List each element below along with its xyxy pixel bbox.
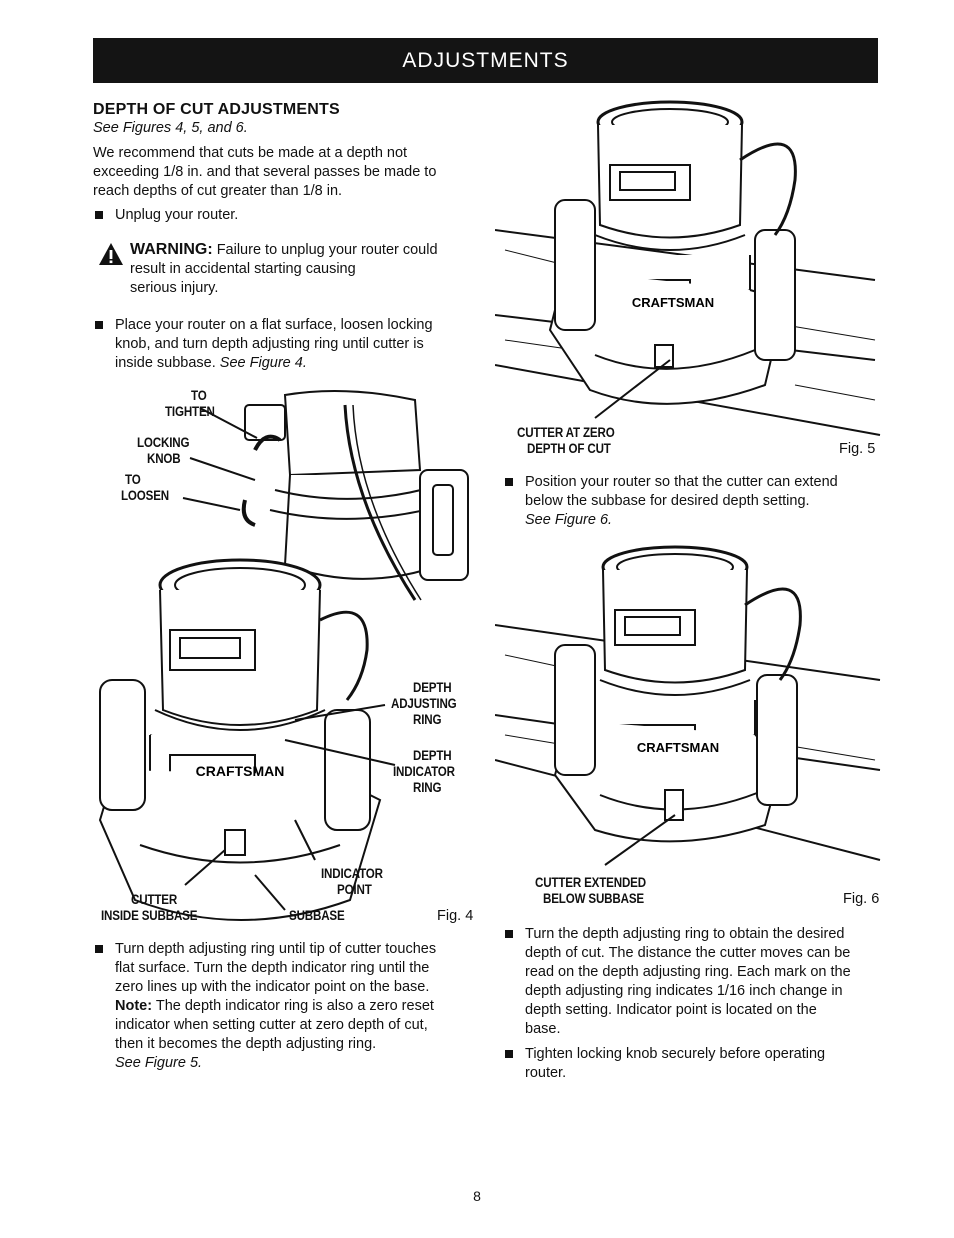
bullet-line: depth of cut. The distance the cutter mo… [525,945,851,961]
warning-block: WARNING: Failure to unplug your router c… [130,240,480,298]
brand-logo: CRAFTSMAN [632,295,714,310]
label-depth: DEPTH [413,748,452,763]
label-point: POINT [337,882,372,897]
label-locking: LOCKING [137,435,190,450]
figure-5: CRAFTSMAN CUTTER AT ZERO DEPTH OF CUT Fi… [494,100,885,465]
label-depth-of-cut: DEPTH OF CUT [527,441,611,456]
label-adjusting: ADJUSTING [391,696,457,711]
bullet-line: base. [525,1021,561,1037]
label-loosen: LOOSEN [121,488,169,503]
warning-line: serious injury. [130,280,219,296]
page-number: 8 [473,1188,481,1204]
figure-number: Fig. 4 [437,908,474,924]
figure-number: Fig. 6 [843,891,880,907]
figure-ref: See Figure 5. [115,1055,203,1071]
label-below-subbase: BELOW SUBBASE [543,891,644,906]
bullet-line: flat surface. Turn the depth indicator r… [115,960,430,976]
see-figures-ref: See Figures 4, 5, and 6. [93,120,248,136]
label-to: TO [191,388,207,403]
label-inside-subbase: INSIDE SUBBASE [101,908,198,923]
warning-title: WARNING: [130,241,213,258]
bullet-line: Turn depth adjusting ring until tip of c… [115,941,437,957]
banner-title: ADJUSTMENTS [402,48,569,72]
label-ring: RING [413,712,442,727]
figure-number: Fig. 5 [839,441,876,457]
label-knob: KNOB [147,451,181,466]
label-tighten: TIGHTEN [165,404,215,419]
bullet-turn: Turn depth adjusting ring until tip of c… [93,940,483,1073]
label-indicator: INDICATOR [393,764,455,779]
intro-line: We recommend that cuts be made at a dept… [93,145,408,161]
warning-line: Failure to unplug your router could [216,242,438,258]
brand-logo: CRAFTSMAN [196,763,285,779]
bullet-line: The depth indicator ring is also a zero … [155,998,434,1014]
bullet-line: below the subbase for desired depth sett… [525,493,810,509]
label-cutter-extended: CUTTER EXTENDED [535,875,646,890]
bullet-line: depth setting. Indicator point is locate… [525,1002,817,1018]
figure-4: CRAFTSMAN TO TIGHTEN LOCKING KNOB TO LOO… [95,380,485,930]
intro-line: reach depths of cut greater than 1/8 in. [93,183,343,199]
label-ring: RING [413,780,442,795]
note-label: Note: [115,998,153,1014]
bullet-line: zero lines up with the indicator point o… [115,979,430,995]
figure-4-illustration: CRAFTSMAN [98,390,469,921]
figure-ref: See Figure 6. [525,512,613,528]
figure-5-illustration: CRAFTSMAN [494,100,881,436]
bullet-line: knob, and turn depth adjusting ring unti… [115,336,424,352]
bullet-line: Place your router on a flat surface, loo… [115,317,433,333]
section-heading: DEPTH OF CUT ADJUSTMENTS [93,101,340,118]
bullet-line: Turn the depth adjusting ring to obtain … [525,926,845,942]
left-column-top: DEPTH OF CUT ADJUSTMENTS See Figures 4, … [93,100,483,225]
bullet-line: Position your router so that the cutter … [525,474,838,490]
bullet-line: router. [525,1065,567,1081]
intro-line: exceeding 1/8 in. and that several passe… [93,164,437,180]
bullet-line: then it becomes the depth adjusting ring… [115,1036,377,1052]
bullet-line: inside subbase. [115,355,216,371]
bullet-line: Tighten locking knob securely before ope… [525,1046,826,1062]
bullet-position: Position your router so that the cutter … [503,473,888,530]
brand-logo: CRAFTSMAN [637,740,719,755]
bullet-place: Place your router on a flat surface, loo… [93,316,483,373]
warning-icon [98,242,124,266]
figure-ref: See Figure 4. [219,355,307,371]
figure-6: CRAFTSMAN CUTTER EXTENDED BELOW SUBBASE … [494,545,885,910]
bullet-unplug: Unplug your router. [93,206,483,225]
bullet-line: depth adjusting ring indicates 1/16 inch… [525,983,843,999]
bullet-turn-2: Turn the depth adjusting ring to obtain … [503,925,888,1083]
label-depth: DEPTH [413,680,452,695]
section-banner: ADJUSTMENTS [93,38,878,83]
label-cutter: CUTTER [131,892,178,907]
intro-paragraph: We recommend that cuts be made at a dept… [93,144,483,201]
bullet-line: indicator when setting cutter at zero de… [115,1017,428,1033]
label-to: TO [125,472,141,487]
figure-6-illustration: CRAFTSMAN [494,545,881,866]
label-cutter-at-zero: CUTTER AT ZERO [517,425,615,440]
label-subbase: SUBBASE [289,908,345,923]
bullet-line: read on the depth adjusting ring. Each m… [525,964,851,980]
warning-line: result in accidental starting causing [130,261,356,277]
label-indicator-point: INDICATOR [321,866,383,881]
